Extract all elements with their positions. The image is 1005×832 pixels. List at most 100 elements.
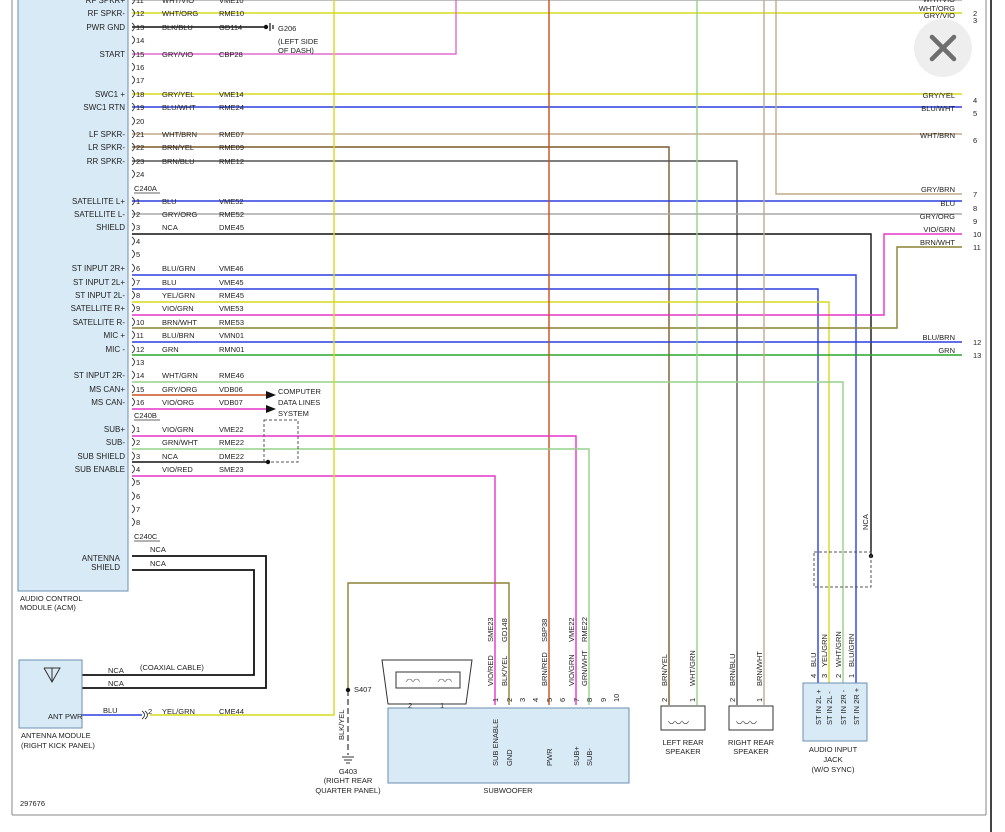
pin-number: 20: [136, 117, 144, 126]
wire-color-code: BLK/YEL: [500, 656, 509, 686]
circuit-number: CBP28: [219, 50, 243, 59]
wire-color-code: BLU: [809, 652, 818, 667]
circuit-number: VDB07: [219, 398, 243, 407]
left-rear-speaker: [660, 705, 706, 731]
edge-pin-number: 2: [973, 9, 977, 18]
arrow-icon: [266, 391, 276, 399]
pin-terminal: [131, 344, 135, 354]
pin-label: RF SPKR+: [86, 0, 126, 5]
pin-number: 3: [820, 674, 829, 678]
pin-number: 9: [136, 304, 140, 313]
pin-label: SHIELD: [96, 223, 125, 232]
wire-color-code: GRN/WHT: [580, 650, 589, 686]
edge-color-code: WHT/BRN: [920, 131, 955, 140]
edge-color-code: BLU/WHT: [921, 104, 955, 113]
antenna-module-label: (RIGHT KICK PANEL): [21, 741, 95, 750]
left-rear-speaker-label: LEFT REAR: [662, 738, 704, 747]
pin-terminal: [131, 129, 135, 139]
circuit-number: RME24: [219, 103, 244, 112]
pin-number: 3: [136, 223, 140, 232]
coil-icon: ◡◡◡: [668, 716, 689, 725]
nca-label: NCA: [108, 666, 124, 675]
pin-label: RF SPKR-: [88, 9, 126, 18]
wire-color-code: BRN/YEL: [162, 143, 194, 152]
wire-color-code: BLU: [103, 706, 118, 715]
wire-color-code: VIO/GRN: [162, 425, 194, 434]
pin-terminal: [131, 491, 135, 501]
edge-pin-number: 4: [973, 96, 977, 105]
edge-pin-number: 11: [973, 243, 981, 252]
pin-number: 1: [847, 674, 856, 678]
pin-terminal: [131, 317, 135, 327]
wire-color-code: WHT/GRN: [688, 650, 697, 686]
edge-color-code: WHT/VIO: [923, 0, 955, 4]
sub-pin-number: 7: [572, 698, 581, 702]
circuit-number: RME53: [219, 318, 244, 327]
pin-terminal: [131, 277, 135, 287]
wire-color-code: BRN/YEL: [660, 654, 669, 686]
data-lines-label: DATA LINES: [278, 398, 320, 407]
pin-number: 8: [136, 291, 140, 300]
acm-label: AUDIO CONTROL: [20, 594, 83, 603]
wire-color-code: VIO/ORG: [162, 398, 194, 407]
coax-label: (COAXIAL CABLE): [140, 663, 204, 672]
sub-pin-number: 4: [531, 698, 540, 702]
connector-id: C240C: [134, 532, 158, 541]
sub-pin-number: 8: [585, 698, 594, 702]
pin-number: 11: [136, 331, 144, 340]
circuit-number: VME53: [219, 304, 244, 313]
edge-color-code: BRN/WHT: [920, 238, 955, 247]
wire-st-input-2l-plus: [132, 288, 819, 683]
splice-dot: [265, 459, 271, 465]
circuit-number: VME46: [219, 264, 244, 273]
ground-location: (LEFT SIDE: [278, 37, 318, 46]
wire-color-code: BLU: [162, 197, 177, 206]
pin-number: 15: [136, 385, 144, 394]
edge-color-code: BLU: [940, 199, 955, 208]
pin-number: 7: [136, 278, 140, 287]
pin-label: ST INPUT 2L+: [73, 278, 125, 287]
edge-pin-number: 13: [973, 351, 981, 360]
pin-terminal: [131, 384, 135, 394]
circuit-number: VDB06: [219, 385, 243, 394]
close-button[interactable]: [914, 19, 972, 77]
pin-label: RR SPKR-: [87, 157, 126, 166]
left-rear-speaker-label: SPEAKER: [665, 747, 701, 756]
wire-gnd-sub: [347, 582, 510, 705]
edge-color-code: GRY/BRN: [921, 185, 955, 194]
wire-color-code: WHT/GRN: [834, 631, 843, 667]
circuit-number: GD114: [219, 23, 242, 32]
pin-number: 8: [136, 518, 140, 527]
pin-terminal: [131, 397, 135, 407]
wire-start: [132, 0, 457, 55]
edge-pin-number: 12: [973, 338, 981, 347]
wire-color-code: GRY/ORG: [162, 210, 197, 219]
pin-number: 11: [136, 0, 144, 5]
subwoofer-label: SUBWOOFER: [483, 786, 533, 795]
pin-terminal: [131, 89, 135, 99]
edge-pin-number: 8: [973, 204, 977, 213]
edge-color-code: GRY/ORG: [920, 212, 955, 221]
wire-color-code: BLU/WHT: [162, 103, 196, 112]
pin-label: MIC -: [105, 345, 125, 354]
pin-label: ST INPUT 2R-: [74, 371, 126, 380]
pin-terminal: [131, 8, 135, 18]
circuit-number: VME52: [219, 197, 244, 206]
wire-ant-power-feed: [150, 0, 335, 716]
pin-label: START: [100, 50, 126, 59]
pin-terminal: [131, 169, 135, 179]
pin-terminal: [131, 156, 135, 166]
pin-label: SATELLITE R-: [73, 318, 126, 327]
nca-label: NCA: [861, 514, 870, 530]
components: [11, 0, 992, 832]
wire-color-code: YEL/GRN: [162, 707, 195, 716]
coil-pin-label: 2: [408, 701, 412, 710]
pin-label: ST INPUT 2R+: [72, 264, 126, 273]
wire-color-code: GRY/YEL: [162, 90, 194, 99]
ground-location: OF DASH): [278, 46, 314, 55]
pin-label: LF SPKR-: [89, 130, 125, 139]
pin-number: 4: [136, 237, 140, 246]
sub-pin-number: 9: [599, 698, 608, 702]
coil-icon: ◡◡◡: [736, 716, 757, 725]
